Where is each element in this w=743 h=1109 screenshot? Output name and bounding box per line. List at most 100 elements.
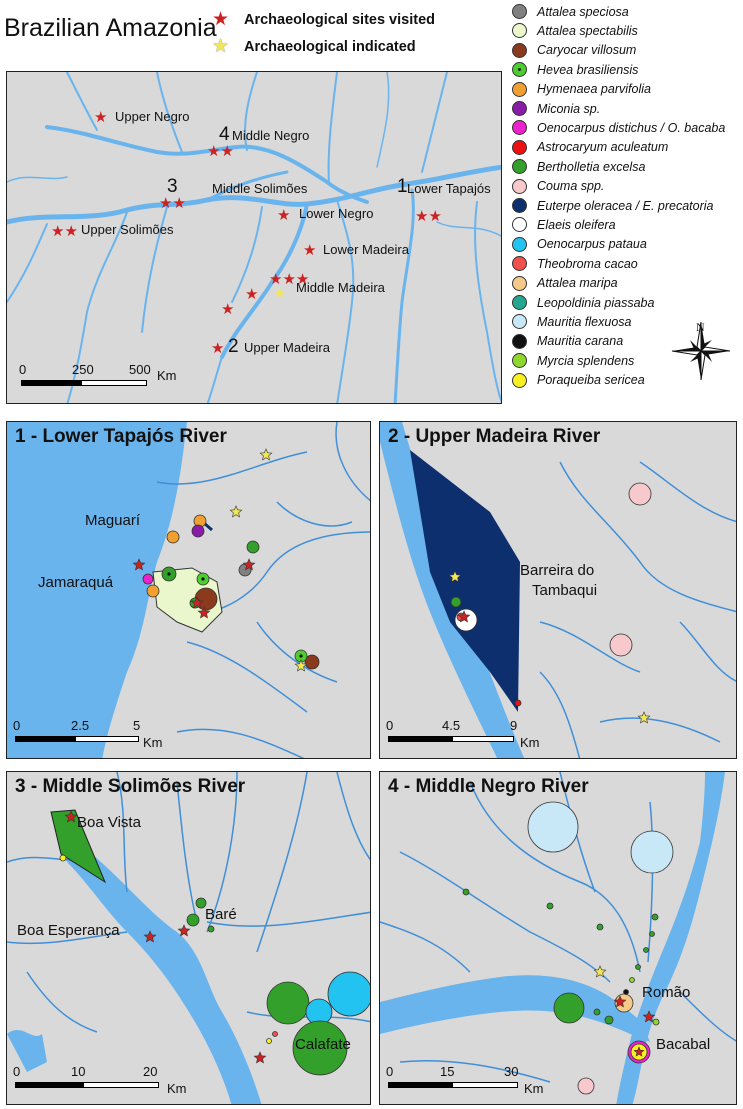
overview-map: Upper Negro 4 Middle Negro 3 Middle Soli… [6, 71, 502, 404]
site-star-icon: ★★ [159, 195, 186, 212]
label-lower-tapajos: Lower Tapajós [407, 181, 491, 196]
legend-item: Euterpe oleracea / E. precatoria [512, 196, 714, 215]
legend-item: Attalea speciosa [512, 2, 629, 21]
site-star-icon [457, 610, 471, 623]
legend-species-label: Caryocar villosum [537, 43, 637, 58]
key-indicated-label: Archaeological indicated [244, 39, 416, 55]
legend-swatch-icon [512, 81, 527, 97]
site-star-icon: ★ [245, 286, 259, 303]
panel-upper-madeira: 2 - Upper Madeira River Barreira do Tamb… [379, 421, 737, 759]
species-occurrence-marker [207, 925, 215, 933]
place-maguari: Maguarí [85, 512, 141, 529]
legend-species-label: Mauritia carana [537, 334, 624, 349]
legend-species-label: Euterpe oleracea / E. precatoria [537, 198, 714, 213]
legend-item: Theobroma cacao [512, 254, 638, 273]
legend-swatch-icon [512, 178, 527, 194]
species-center-dot [299, 654, 303, 658]
legend-swatch-icon [512, 23, 527, 39]
panel-4-title: 4 - Middle Negro River [388, 776, 589, 797]
legend-species-label: Myrcia splendens [537, 353, 635, 368]
label-number-3: 3 [167, 176, 178, 197]
species-center-dot [201, 577, 205, 581]
site-star-icon [253, 1051, 267, 1064]
panel-middle-solimoes: 3 - Middle Solimões River Boa Vista Boa … [6, 771, 371, 1105]
panel-lower-tapajos: 1 - Lower Tapajós River Maguarí Jamaraqu… [6, 421, 371, 759]
species-occurrence-marker [166, 530, 180, 544]
legend-swatch-icon [512, 198, 527, 213]
species-occurrence-marker [630, 830, 674, 874]
legend-species-label: Bertholletia excelsa [537, 159, 646, 174]
legend-species-label: Astrocaryum aculeatum [537, 140, 669, 155]
legend-species-label: Oenocarpus pataua [537, 237, 647, 252]
species-occurrence-marker [304, 654, 320, 670]
legend-swatch-icon [512, 159, 527, 175]
site-star-icon [64, 810, 78, 823]
indicated-star-icon [229, 505, 243, 518]
site-star-icon: ★★ [207, 143, 234, 160]
species-occurrence-marker [292, 1020, 348, 1076]
species-occurrence-marker [450, 596, 462, 608]
place-bacabal: Bacabal [656, 1036, 711, 1053]
species-occurrence-marker [623, 989, 629, 995]
map-title: Brazilian Amazonia [4, 14, 217, 42]
legend-item: Myrcia splendens [512, 351, 634, 370]
legend-swatch-icon [512, 42, 527, 58]
species-occurrence-marker [546, 902, 554, 910]
place-calafate: Calafate [295, 1036, 351, 1053]
site-star-icon: ★ [277, 207, 291, 224]
species-occurrence-marker [652, 1018, 660, 1026]
panel-1-title: 1 - Lower Tapajós River [15, 426, 227, 447]
legend-item: Mauritia flexuosa [512, 312, 632, 331]
label-upper-solimoes: Upper Solimões [81, 222, 174, 237]
place-boa-esperanca: Boa Esperança [17, 922, 120, 939]
species-occurrence-marker [651, 913, 659, 921]
legend-species-label: Leopoldinia piassaba [537, 295, 655, 310]
legend-item: Elaeis oleifera [512, 215, 616, 234]
label-upper-negro: Upper Negro [115, 109, 190, 124]
legend-swatch-icon [512, 372, 527, 388]
legend-species-label: Elaeis oleifera [537, 217, 616, 232]
legend-item: Caryocar villosum [512, 41, 636, 60]
legend-swatch-icon [512, 333, 527, 349]
key-visited-label: Archaeological sites visited [244, 12, 435, 28]
label-upper-madeira: Upper Madeira [244, 340, 330, 355]
species-center-dot [167, 572, 171, 576]
legend-species-label: Miconia sp. [537, 101, 601, 116]
site-star-icon [177, 924, 191, 937]
species-occurrence-marker [649, 931, 655, 937]
indicated-star-icon [593, 965, 607, 978]
site-star-icon: ★ [211, 340, 225, 357]
legend-species-label: Mauritia flexuosa [537, 314, 632, 329]
site-star-icon [132, 558, 146, 571]
label-lower-madeira: Lower Madeira [323, 242, 409, 257]
species-occurrence-marker [629, 977, 635, 983]
species-occurrence-marker [246, 540, 260, 554]
legend-item: Astrocaryum aculeatum [512, 138, 668, 157]
legend-swatch-icon [512, 217, 527, 233]
label-middle-negro: Middle Negro [232, 128, 310, 143]
legend-item: Mauritia carana [512, 332, 623, 351]
legend-swatch-icon [512, 101, 527, 116]
place-boa-vista: Boa Vista [77, 814, 141, 831]
species-occurrence-marker [272, 1031, 278, 1037]
species-occurrence-marker [643, 947, 649, 953]
legend-item: Attalea maripa [512, 274, 618, 293]
legend-item: Couma spp. [512, 177, 604, 196]
species-occurrence-marker [628, 482, 652, 506]
legend-species-label: Attalea maripa [537, 276, 618, 291]
site-star-icon: ★ [303, 242, 317, 259]
label-lower-negro: Lower Negro [299, 206, 374, 221]
species-occurrence-marker [553, 992, 585, 1024]
species-occurrence-marker [142, 573, 154, 585]
species-occurrence-marker [266, 1038, 272, 1044]
site-star-icon: ★★ [51, 223, 78, 240]
label-middle-madeira: Middle Madeira [296, 280, 385, 295]
site-star-icon: ★ [94, 109, 108, 126]
legend-item: Bertholletia excelsa [512, 157, 645, 176]
legend-swatch-icon [512, 353, 527, 369]
site-star-icon: ★★★ [269, 271, 310, 288]
north-arrow-icon [671, 321, 731, 381]
species-occurrence-marker [327, 971, 370, 1017]
legend-item: Poraqueiba sericea [512, 371, 645, 390]
site-star-icon: ★★ [415, 208, 442, 225]
